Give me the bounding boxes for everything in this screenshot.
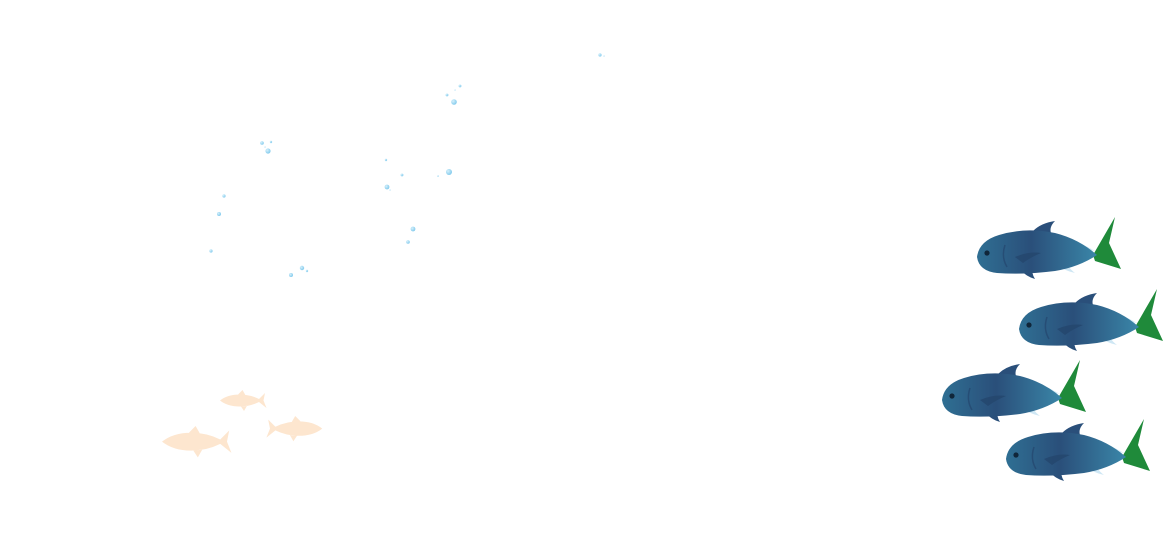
bubble xyxy=(603,55,605,57)
bubble xyxy=(446,169,452,175)
bubble xyxy=(222,194,226,198)
bubble xyxy=(260,141,264,145)
fish-3 xyxy=(941,359,1087,423)
bubble xyxy=(384,158,388,162)
bubble xyxy=(269,140,273,144)
bubble xyxy=(445,93,449,97)
bubble xyxy=(410,226,416,232)
bubbles-group xyxy=(209,53,605,277)
bubble xyxy=(406,240,410,244)
silhouette-fish-medium xyxy=(266,416,323,442)
silhouette-fish-school xyxy=(162,390,323,458)
bubble xyxy=(209,249,213,253)
bubble xyxy=(264,146,266,148)
bubble xyxy=(289,273,293,277)
bubble xyxy=(389,189,391,191)
silhouette-fish-small xyxy=(220,390,267,411)
bubble xyxy=(384,184,390,190)
bubble xyxy=(454,89,456,91)
fish-4 xyxy=(1005,418,1151,482)
bubble xyxy=(437,175,439,177)
bubble xyxy=(217,212,221,216)
bubble xyxy=(305,269,309,273)
bubble xyxy=(400,173,404,177)
silhouette-fish-large xyxy=(162,426,232,458)
fish-2 xyxy=(1018,288,1164,352)
bubble xyxy=(451,99,457,105)
bubble xyxy=(458,84,462,88)
bubble xyxy=(598,53,602,57)
fish-1 xyxy=(976,216,1122,280)
bubble xyxy=(265,148,271,154)
bubble xyxy=(299,265,305,271)
fish-school xyxy=(941,216,1164,482)
